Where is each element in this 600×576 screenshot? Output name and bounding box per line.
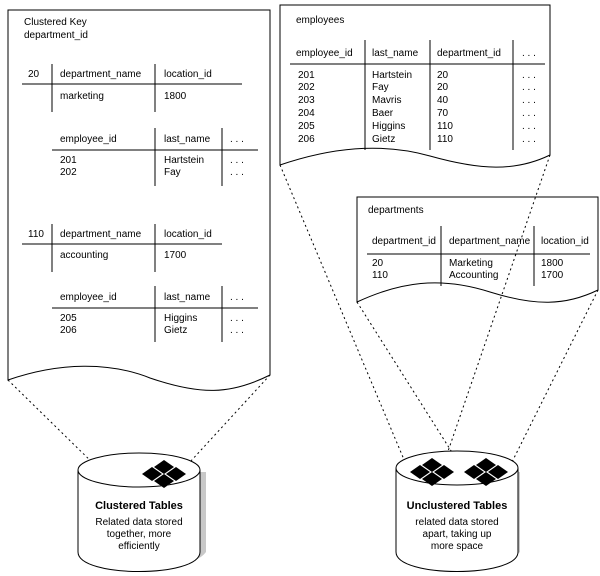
clustered-cylinder-title: Clustered Tables <box>95 500 183 512</box>
unclustered-database-cylinder <box>395 450 520 572</box>
employees-cell: 203 <box>298 95 315 106</box>
employees-cell: . . . <box>522 108 536 119</box>
unclustered-cylinder-desc: apart, taking up <box>422 529 492 540</box>
departments-cell: 1800 <box>541 258 564 269</box>
employees-cell: Hartstein <box>372 70 413 81</box>
departments-cell: 20 <box>372 258 384 269</box>
employees-document-page <box>279 4 551 168</box>
employees-cell: Gietz <box>372 134 396 145</box>
block2-emp-cell: . . . <box>230 313 244 324</box>
clustered-document-page <box>7 9 271 391</box>
block2-emp-cell: 206 <box>60 325 77 336</box>
employees-cell: 70 <box>437 108 449 119</box>
block1-header-cell: department_name <box>60 69 142 80</box>
block1-key: 20 <box>28 69 40 80</box>
employees-cell: . . . <box>522 70 536 81</box>
clustered-cylinder-desc: together, more <box>106 529 172 540</box>
clustered-cylinder-desc: Related data stored <box>95 517 183 528</box>
employees-cell: Baer <box>372 108 394 119</box>
clustered-key-name: department_id <box>24 30 88 41</box>
departments-header-cell: location_id <box>541 236 589 247</box>
departments-cell: Accounting <box>449 270 499 281</box>
block-icon-right <box>464 458 508 486</box>
block1-emp-cell: . . . <box>230 167 244 178</box>
projection-line <box>444 154 551 461</box>
projection-line <box>511 289 599 463</box>
block1-emp-header-cell: last_name <box>164 134 211 145</box>
cluster-block-icon <box>142 460 186 488</box>
projection-line <box>7 379 101 471</box>
block2-emp-header-cell: employee_id <box>60 292 117 303</box>
block1-emp-cell: Fay <box>164 167 181 178</box>
projection-line <box>356 301 461 466</box>
block1-emp-cell: 201 <box>60 155 77 166</box>
block1-emp-cell: 202 <box>60 167 77 178</box>
block2-header-cell: department_name <box>60 229 142 240</box>
employees-cell: . . . <box>522 134 536 145</box>
employees-cell: 20 <box>437 82 449 93</box>
employees-cell: 202 <box>298 82 315 93</box>
projection-line <box>279 164 406 463</box>
employees-cell: . . . <box>522 82 536 93</box>
block2-emp-header-cell: last_name <box>164 292 211 303</box>
unclustered-cylinder-desc: more space <box>430 541 484 552</box>
block2-key: 110 <box>28 229 44 240</box>
clustered-database-cylinder <box>77 452 206 572</box>
employees-cell: Fay <box>372 82 389 93</box>
departments-document-page <box>356 196 599 303</box>
clustered-cylinder-desc: efficiently <box>118 541 160 552</box>
departments-header-cell: department_name <box>449 236 531 247</box>
employees-cell: 110 <box>437 121 453 132</box>
block2-emp-header-cell: . . . <box>230 292 244 303</box>
employees-cell: 201 <box>298 70 315 81</box>
employees-cell: . . . <box>522 121 536 132</box>
unclustered-cylinder-title: Unclustered Tables <box>406 500 508 512</box>
block1-cell: marketing <box>60 91 104 102</box>
unclustered-cylinder-desc: related data stored <box>415 517 499 528</box>
employees-cell: . . . <box>522 95 536 106</box>
block-icon-left <box>410 458 454 486</box>
block2-header-cell: location_id <box>164 229 212 240</box>
block2-emp-cell: . . . <box>230 325 244 336</box>
block1-emp-cell: Hartstein <box>164 155 205 166</box>
employees-cell: 20 <box>437 70 449 81</box>
departments-title: departments <box>368 205 424 216</box>
block1-header-cell: location_id <box>164 69 212 80</box>
block2-cell: 1700 <box>164 250 187 261</box>
departments-cell: 110 <box>372 270 388 281</box>
block2-emp-cell: Gietz <box>164 325 188 336</box>
block2-emp-cell: 205 <box>60 313 77 324</box>
employees-title: employees <box>296 15 345 26</box>
employees-cell: 40 <box>437 95 449 106</box>
clustered-title: Clustered Key <box>24 17 87 28</box>
block1-emp-header-cell: employee_id <box>60 134 117 145</box>
employees-cell: 205 <box>298 121 315 132</box>
employees-header-cell: . . . <box>522 48 536 59</box>
employees-header-cell: department_id <box>437 48 501 59</box>
departments-header-cell: department_id <box>372 236 436 247</box>
block1-emp-header-cell: . . . <box>230 134 244 145</box>
employees-header-cell: employee_id <box>296 48 353 59</box>
employees-cell: 206 <box>298 134 315 145</box>
block1-cell: 1800 <box>164 91 187 102</box>
employees-cell: 204 <box>298 108 315 119</box>
employees-cell: Mavris <box>372 95 402 106</box>
block1-emp-cell: . . . <box>230 155 244 166</box>
departments-cell: 1700 <box>541 270 564 281</box>
employees-cell: 110 <box>437 134 453 145</box>
employees-header-cell: last_name <box>372 48 419 59</box>
employees-cell: Higgins <box>372 121 406 132</box>
block2-cell: accounting <box>60 250 109 261</box>
block2-emp-cell: Higgins <box>164 313 198 324</box>
departments-cell: Marketing <box>449 258 493 269</box>
